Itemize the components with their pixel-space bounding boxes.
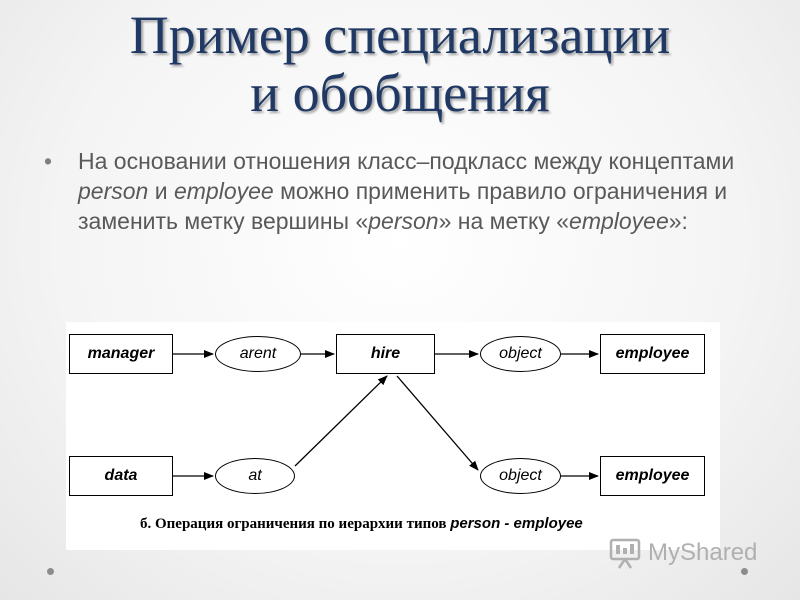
bullet-term-person: person xyxy=(368,208,439,234)
bullet-text-part: можно применить правило ограничения и за… xyxy=(78,178,728,234)
slide-corner-dot-icon xyxy=(741,568,748,575)
diagram-arrows xyxy=(173,350,599,480)
node-at: at xyxy=(215,458,295,494)
bullet-paragraph: • На основании отношения класс–подкласс … xyxy=(44,146,744,236)
node-employee-bottom: employee xyxy=(600,456,705,496)
title-line-1: Пример специализации xyxy=(129,5,671,65)
caption-emphasis: person - employee xyxy=(450,515,583,532)
conceptual-graph-diagram: manager arent hire object employee data … xyxy=(66,322,720,550)
node-hire: hire xyxy=(336,334,435,374)
slide-corner-dot-icon xyxy=(47,568,54,575)
bullet-text: На основании отношения класс–подкласс ме… xyxy=(78,146,744,236)
caption-prefix: б. Операция ограничения по иерархии типо… xyxy=(140,516,451,532)
presentation-board-icon xyxy=(609,538,641,569)
arrow-hire-object-bottom xyxy=(396,375,479,471)
bullet-term-employee: employee xyxy=(173,178,274,204)
node-employee-top: employee xyxy=(600,334,705,374)
myshared-logo: MyShared xyxy=(608,536,757,570)
title-line-2: и обобщения xyxy=(250,63,550,123)
page-title: Пример специализации и обобщения xyxy=(0,6,800,122)
node-object-bottom: object xyxy=(480,458,561,494)
node-manager: manager xyxy=(69,334,173,374)
bullet-text-part: » на метку « xyxy=(438,208,570,234)
bullet-term-person: person xyxy=(78,178,149,204)
bullet-dot-icon: • xyxy=(44,148,53,174)
node-data: data xyxy=(69,456,173,496)
bullet-text-part: и xyxy=(148,178,174,204)
node-object-top: object xyxy=(480,336,561,372)
bullet-text-part: На основании отношения класс–подкласс ме… xyxy=(78,148,735,174)
diagram-caption: б. Операция ограничения по иерархии типо… xyxy=(140,515,583,533)
node-arent: arent xyxy=(215,336,301,372)
bullet-text-part: »: xyxy=(668,208,688,234)
logo-text: MyShared xyxy=(648,539,758,566)
arrow-at-hire xyxy=(294,375,388,467)
bullet-term-employee: employee xyxy=(569,208,669,234)
